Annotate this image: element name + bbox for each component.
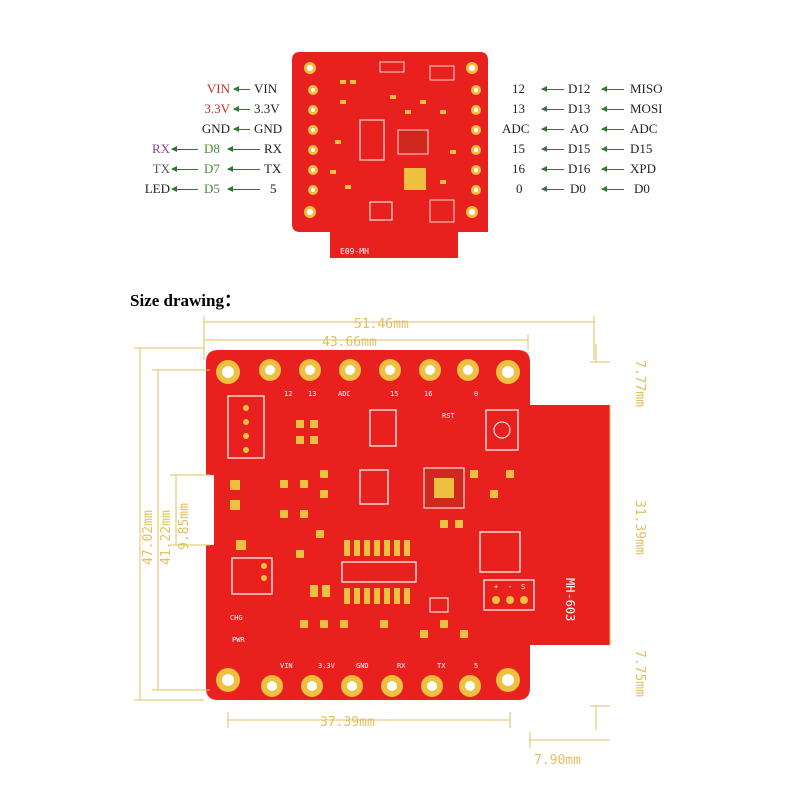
board-bottom-label-2: GND — [356, 662, 369, 670]
conn-label-minus: - — [508, 583, 512, 591]
pwr-label: PWR — [232, 636, 245, 644]
dimension-lines — [134, 316, 611, 748]
dim-top-tab: 7.77mm — [632, 360, 647, 407]
board-top-label-0: 12 — [284, 390, 292, 398]
left-pin-0-arrow — [233, 86, 250, 92]
conn-label-plus: + — [494, 583, 498, 591]
right-pin-1-arrow-1 — [541, 106, 564, 112]
dim-tab-height: 31.39mm — [632, 500, 647, 555]
right-pin-0-arrow-2 — [601, 86, 624, 92]
right-pin-1-mid: D13 — [568, 101, 591, 116]
left-pin-5-mid: D5 — [204, 181, 220, 196]
left-pin-3-arrow-2 — [227, 146, 260, 152]
left-pin-4-outer: TX — [152, 161, 170, 176]
left-pin-5-outer: LED — [144, 181, 170, 196]
dim-total-height: 47.02mm — [141, 510, 156, 565]
right-pin-2-arrow-2 — [601, 126, 624, 132]
right-pin-5-mid: D0 — [570, 181, 586, 196]
left-pin-3-mid: D8 — [204, 141, 220, 156]
left-pin-4-inner: TX — [264, 161, 282, 176]
left-pin-2-arrow — [233, 126, 250, 132]
board-top-label-5: 0 — [474, 390, 478, 398]
right-pin-4-arrow-2 — [601, 166, 624, 172]
dim-bottom-width: 37.39mm — [320, 715, 375, 730]
dim-notch: 9.85mm — [177, 503, 192, 550]
main-top-pads — [259, 359, 479, 381]
left-pin-5-arrow-1 — [171, 186, 198, 192]
right-pin-0-arrow-1 — [541, 86, 564, 92]
left-pin-1-arrow — [233, 106, 250, 112]
board-bottom-label-0: VIN — [280, 662, 293, 670]
dim-tab-width: 7.90mm — [534, 753, 581, 768]
left-pin-2-inner: GND — [254, 121, 283, 136]
left-pin-3-inner: RX — [264, 141, 283, 156]
left-pin-5-inner: 5 — [270, 181, 277, 196]
right-pin-5-outer: D0 — [634, 181, 650, 196]
right-pin-2-mid: AO — [570, 121, 589, 136]
right-pin-3-mid: D15 — [568, 141, 591, 156]
rst-label: RST — [442, 412, 455, 420]
main-board: 12 13 ADC 15 16 0 RST CHG PWR + - S VIN … — [206, 350, 610, 700]
right-pin-5-num: 0 — [516, 181, 523, 196]
left-pin-3-arrow-1 — [171, 146, 198, 152]
right-pin-3-arrow-2 — [601, 146, 624, 152]
board-top-label-2: ADC — [338, 390, 351, 398]
right-pin-5-arrow-1 — [541, 186, 564, 192]
left-pin-4-mid: D7 — [204, 161, 220, 176]
right-pin-3-num: 15 — [512, 141, 525, 156]
board-bottom-label-5: 5 — [474, 662, 478, 670]
right-pin-1-num: 13 — [512, 101, 525, 116]
dim-pad-height: 41.22mm — [159, 510, 174, 565]
right-pin-4-num: 16 — [512, 161, 525, 176]
dim-total-width: 51.46mm — [354, 317, 409, 332]
right-pin-0-num: 12 — [512, 81, 525, 96]
top-right-pins — [471, 85, 481, 195]
left-pin-0-inner: VIN — [254, 81, 278, 96]
left-pin-1-inner: 3.3V — [254, 101, 280, 116]
left-pin-5-arrow-2 — [227, 186, 260, 192]
right-pin-2-outer: ADC — [630, 121, 658, 136]
right-pin-3-outer: D15 — [630, 141, 653, 156]
right-pin-3-arrow-1 — [541, 146, 564, 152]
chg-label: CHG — [230, 614, 243, 622]
board-bottom-label-4: TX — [437, 662, 446, 670]
right-pin-1-arrow-2 — [601, 106, 624, 112]
board-bottom-label-1: 3.3V — [318, 662, 336, 670]
conn-label-s: S — [521, 583, 525, 591]
left-pin-4-arrow-2 — [227, 166, 260, 172]
right-pin-0-outer: MISO — [630, 81, 663, 96]
top-board: E09-MH — [292, 52, 488, 258]
board-top-label-3: 15 — [390, 390, 398, 398]
right-pin-0-mid: D12 — [568, 81, 591, 96]
top-board-label: E09-MH — [340, 247, 369, 256]
board-top-label-1: 13 — [308, 390, 316, 398]
board-bottom-label-3: RX — [397, 662, 406, 670]
right-pin-1-outer: MOSI — [630, 101, 663, 116]
right-pin-2-arrow-1 — [541, 126, 564, 132]
right-pin-4-outer: XPD — [630, 161, 657, 176]
top-left-pins — [308, 85, 318, 195]
main-bottom-pads — [261, 675, 481, 697]
left-pin-3-outer: RX — [151, 141, 170, 156]
size-drawing-title: Size drawing： — [130, 291, 241, 310]
right-pin-4-arrow-1 — [541, 166, 564, 172]
board-top-label-4: 16 — [424, 390, 432, 398]
right-pin-4-mid: D16 — [568, 161, 591, 176]
left-pin-4-arrow-1 — [171, 166, 198, 172]
dim-pad-width: 43.66mm — [322, 335, 377, 350]
model-label: MH-603 — [563, 578, 577, 621]
right-pin-2-num: ADC — [502, 121, 530, 136]
left-pin-2-outer: GND — [201, 121, 230, 136]
left-pin-0-outer: VIN — [206, 81, 230, 96]
left-pin-1-outer: 3.3V — [204, 101, 230, 116]
dim-bottom-tab: 7.75mm — [632, 650, 647, 697]
right-pin-5-arrow-2 — [601, 186, 624, 192]
